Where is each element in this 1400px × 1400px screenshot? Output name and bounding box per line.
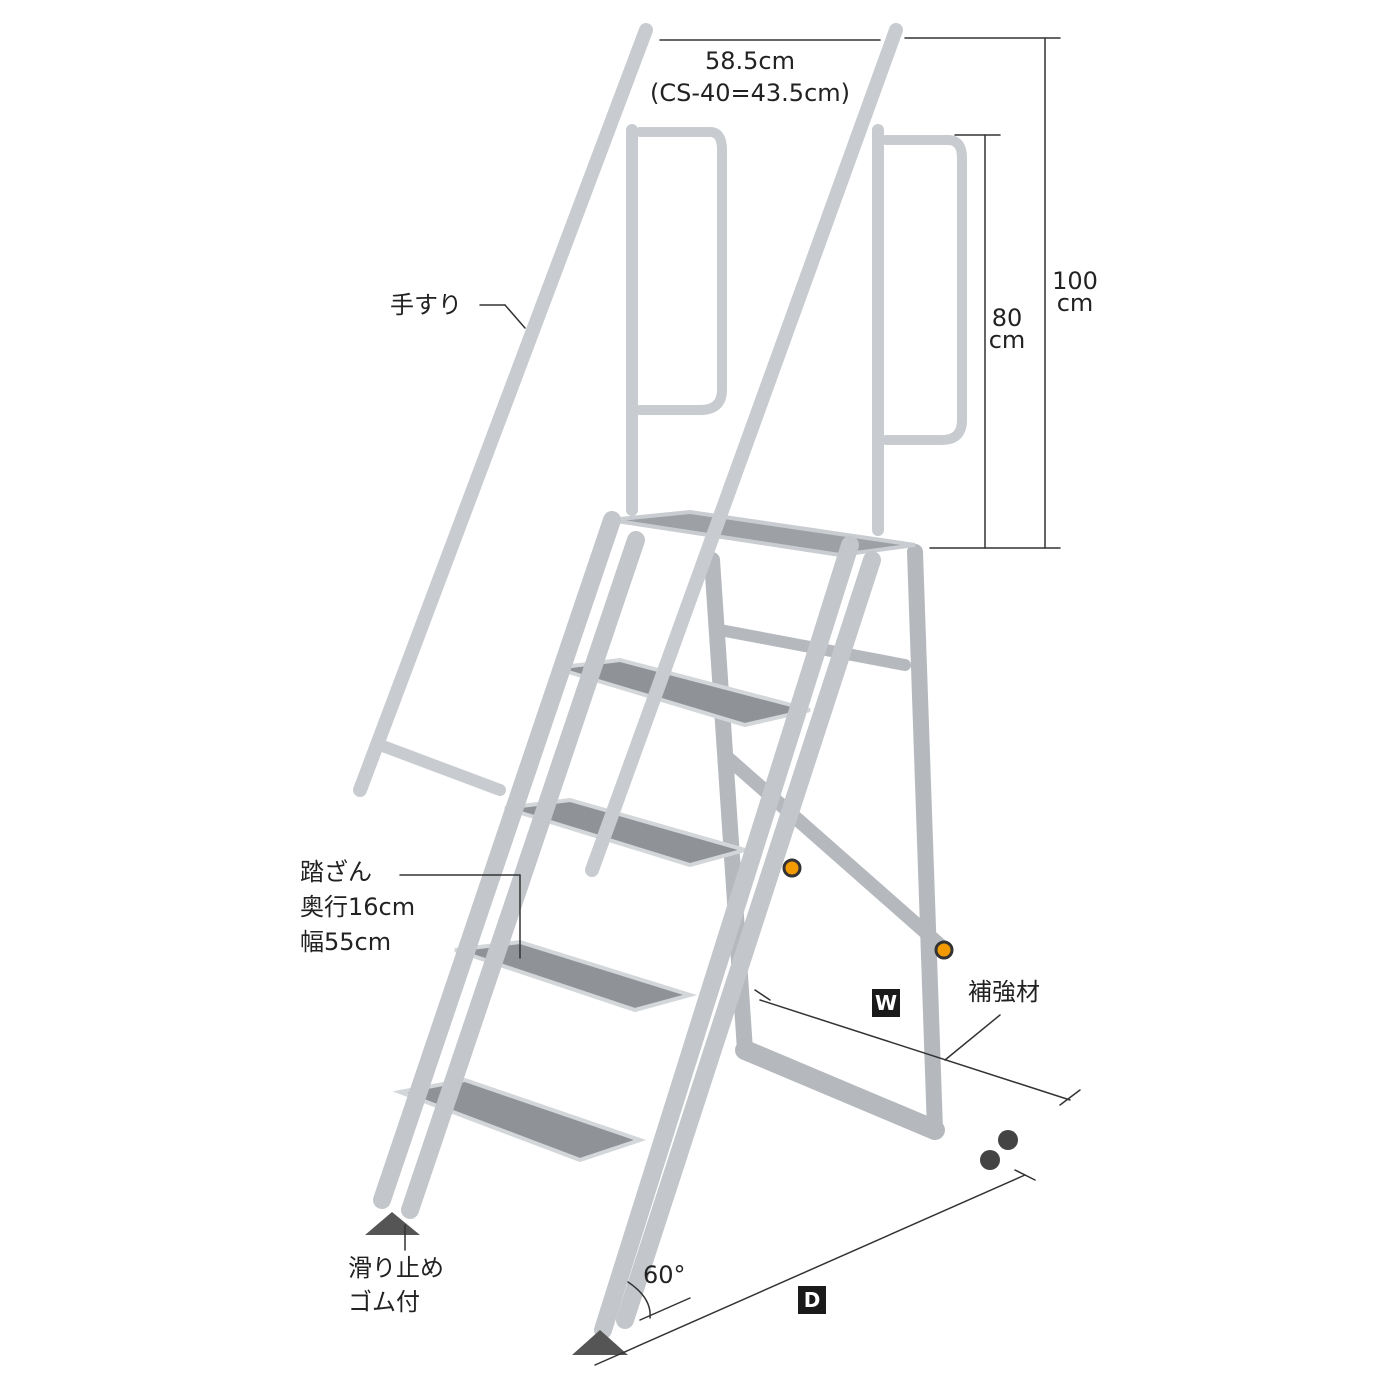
- knob: [782, 858, 802, 878]
- platform: [609, 509, 916, 558]
- stringers: [373, 511, 881, 1339]
- handrail-label: 手すり: [390, 291, 462, 319]
- caster: [980, 1150, 1000, 1170]
- antislip-label-2: ゴム付: [348, 1288, 420, 1316]
- total-height-unit: cm: [1056, 289, 1094, 317]
- rubber-foot: [365, 1212, 420, 1235]
- d-marker: D: [798, 1286, 826, 1314]
- width-variant-dimension: (CS-40=43.5cm): [649, 79, 851, 107]
- handrail-height-value: 80: [991, 304, 1023, 332]
- handrail-height-unit: cm: [988, 326, 1026, 354]
- step-label: 踏ざん: [300, 858, 372, 886]
- caster: [998, 1130, 1018, 1150]
- width-dimension: 58.5cm: [704, 47, 795, 75]
- brace-label: 補強材: [968, 978, 1040, 1006]
- w-marker: W: [872, 989, 900, 1017]
- step-depth-label: 奥行16cm: [300, 893, 416, 921]
- step-width-label: 幅55cm: [300, 928, 392, 956]
- angle-label: 60°: [643, 1261, 686, 1289]
- handrails: [353, 23, 967, 877]
- total-height-value: 100: [1052, 267, 1098, 295]
- knob: [934, 940, 954, 960]
- dimension-lines: [399, 37, 1081, 1366]
- antislip-label-1: 滑り止め: [348, 1254, 444, 1282]
- rubber-foot: [572, 1330, 628, 1355]
